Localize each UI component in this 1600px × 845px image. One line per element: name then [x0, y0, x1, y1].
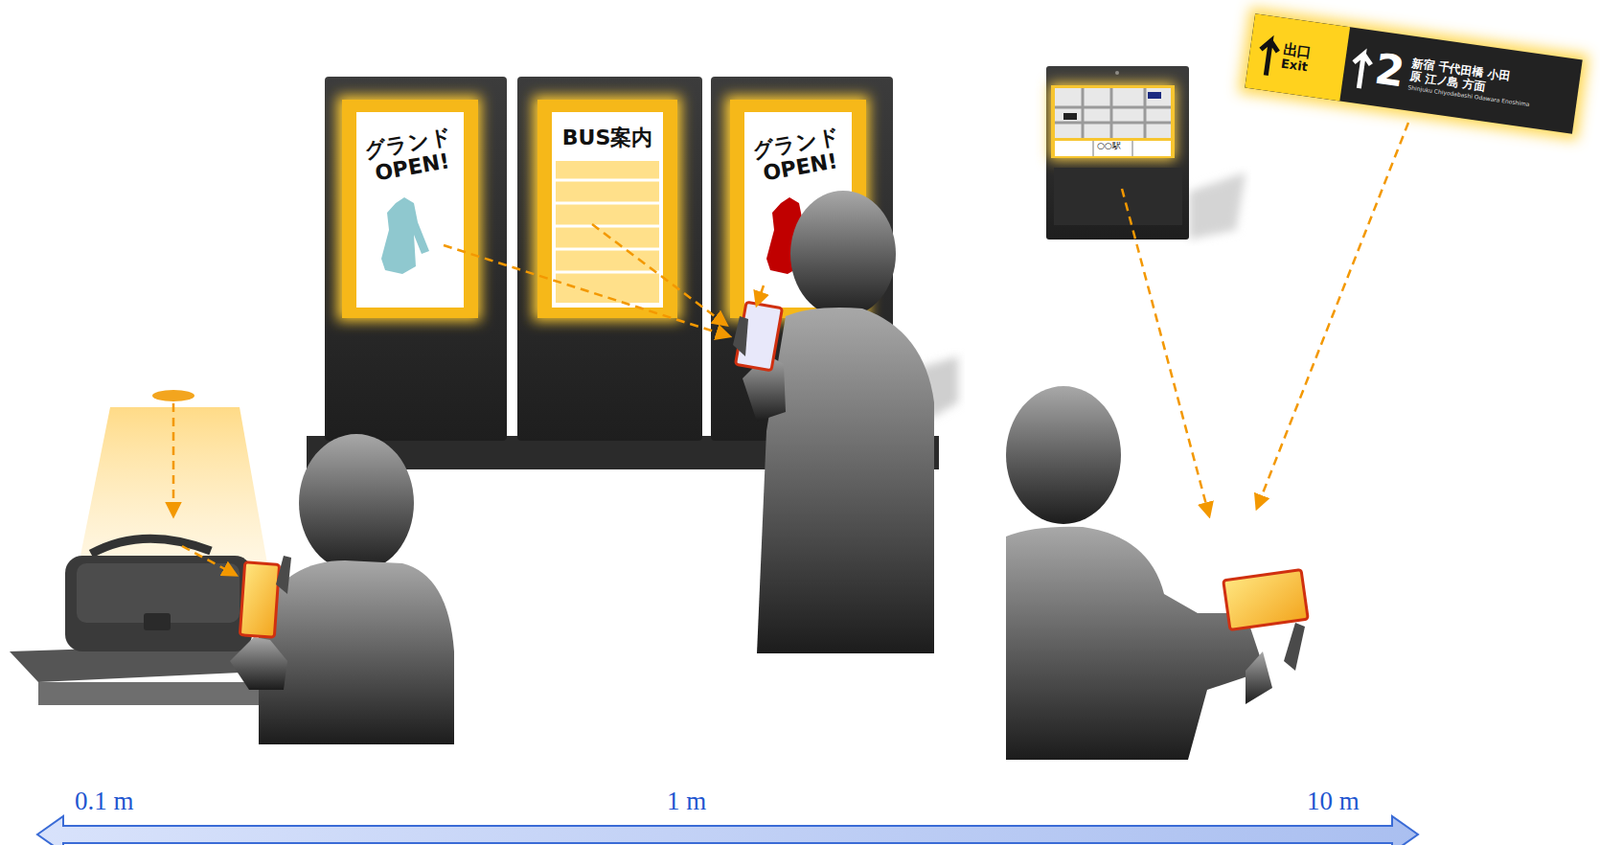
destination-en: Shinjuku Chiyodabashi Odawara Enoshima [1407, 85, 1572, 115]
destination-block: 新宿 千代田橋 小田原 江ノ島 方面Shinjuku Chiyodabashi … [1407, 54, 1576, 115]
poster-heading: BUS案内 [553, 125, 662, 150]
direction-sign: 出口Exit 2新宿 千代田橋 小田原 江ノ島 方面Shinjuku Chiyod… [1244, 13, 1582, 134]
destination-sign: 2新宿 千代田橋 小田原 江ノ島 方面Shinjuku Chiyodabashi… [1371, 35, 1578, 130]
poster-panel: BUS案内 [553, 116, 662, 160]
station-label: ○○駅 [1097, 141, 1121, 151]
distance-label: 10 m [1306, 788, 1360, 815]
platform-number: 2 [1371, 47, 1407, 94]
exit-en: Exit [1280, 57, 1341, 80]
distance-label: 0.1 m [74, 788, 135, 815]
poster-text: グランド OPEN! [742, 122, 853, 189]
exit-sign: 出口Exit [1278, 29, 1345, 92]
distance-label: 1 m [666, 788, 707, 815]
poster-text: グランド OPEN! [354, 122, 465, 189]
